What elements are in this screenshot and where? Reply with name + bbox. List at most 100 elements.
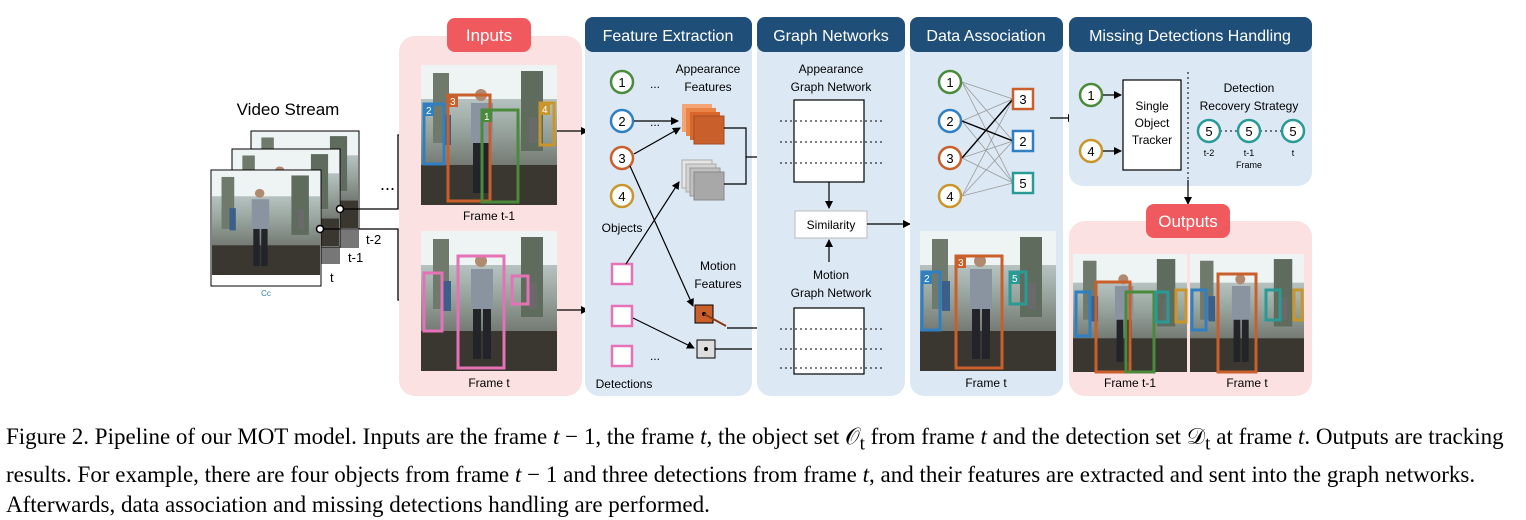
object-circle-1-label: 1 <box>618 75 625 90</box>
caption-text: Figure 2. Pipeline of our MOT model. Inp… <box>6 424 553 449</box>
graph-networks-header <box>757 17 905 52</box>
da-detection-box-3 <box>1011 87 1035 111</box>
missing-detections-header-label: Missing Detections Handling <box>1089 28 1291 45</box>
outputs-panel: Outputs Frame t-1 Frame t <box>1069 204 1312 396</box>
object-circle-2 <box>609 108 635 134</box>
da-object-circle-2 <box>937 108 963 134</box>
motion-graph-network <box>780 307 885 375</box>
mdh-object-circle-1 <box>1078 82 1104 108</box>
detection-box-2 <box>610 304 634 328</box>
da-detection-box-2 <box>1011 129 1035 153</box>
object-circle-4 <box>609 183 635 209</box>
da-object-circle-4 <box>937 183 963 209</box>
object-circle-2-label: 2 <box>618 114 625 129</box>
tracker-label-1: Single <box>1135 99 1169 113</box>
da-detection-box-5 <box>1011 171 1035 195</box>
caption-text: , the object set <box>706 424 846 449</box>
motion-network-label-1: Motion <box>813 268 849 282</box>
caption-text: − 1, the frame <box>559 424 701 449</box>
arrow-obj3-to-motion <box>629 165 694 307</box>
da-object-circle-1 <box>937 69 963 95</box>
appearance-network-label-1: Appearance <box>799 62 864 76</box>
graph-networks-header-label: Graph Networks <box>773 28 889 45</box>
strategy-label-2: Recovery Strategy <box>1200 99 1299 113</box>
input-frame-cur <box>421 231 557 371</box>
caption-math: 𝒪 <box>845 424 860 449</box>
track-circle-t-label: 5 <box>1289 124 1296 139</box>
stream-tap-cur <box>315 224 325 234</box>
appearance-network-label-2: Graph Network <box>791 80 873 94</box>
stream-frame-front <box>210 169 322 287</box>
object-circle-3-label: 3 <box>618 151 625 166</box>
caption-text: , and their features are extracted and s… <box>6 461 1476 517</box>
input-frame-prev: 2 3 1 4 <box>421 65 557 205</box>
time-label-t-1: t-1 <box>1244 148 1255 158</box>
data-association-header-label: Data Association <box>926 28 1045 45</box>
appearance-feature-stack <box>682 104 725 145</box>
caption-text: − 1 and three detections from frame <box>521 461 863 487</box>
frame-word-label: Frame <box>1236 160 1262 170</box>
stream-ellipsis: ... <box>380 174 395 194</box>
track-circle-t-1 <box>1236 118 1262 144</box>
inputs-header <box>447 18 531 52</box>
objects-label: Objects <box>602 221 643 235</box>
caption-text: from frame <box>864 424 981 449</box>
stream-watermark: Cc <box>261 289 271 298</box>
figure-caption: Figure 2. Pipeline of our MOT model. Inp… <box>6 422 1516 520</box>
track-circle-t-1-label: 5 <box>1245 124 1252 139</box>
mdh-object-circle-4 <box>1078 138 1104 164</box>
caption-text: . Outputs are tracking results. For exam… <box>6 424 1504 487</box>
single-object-tracker-box <box>1122 79 1182 171</box>
caption-math: 𝒟 <box>1186 424 1206 449</box>
da-detection-box-5-label: 5 <box>1019 176 1026 191</box>
missing-detections-panel: Missing Detections Handling 1 4 Single O… <box>1069 17 1312 205</box>
caption-math: t <box>552 424 560 449</box>
strategy-label-1: Detection <box>1224 81 1275 95</box>
caption-text: and the detection set <box>986 424 1187 449</box>
output-frame-prev <box>1073 254 1188 374</box>
motion-feature-detection <box>696 339 716 359</box>
motion-network-label-2: Graph Network <box>791 286 873 300</box>
svg-text:3: 3 <box>450 97 456 108</box>
caption-math-subscript: t <box>859 433 865 455</box>
da-object-circle-1-label: 1 <box>946 75 953 90</box>
arrow-det2-to-motion <box>632 317 695 349</box>
appearance-feature-stack-detections <box>681 159 725 201</box>
caption-math-subscript: t <box>1205 433 1211 455</box>
arrow-obj3-to-appearance <box>633 127 681 155</box>
graph-networks-panel: Graph Networks Appearance Graph Network … <box>757 17 911 396</box>
object-circle-1 <box>609 69 635 95</box>
stream-label-t-1: t-1 <box>348 250 363 265</box>
inputs-panel: Inputs 2 3 1 4 Frame t-1 Frame t <box>399 18 589 396</box>
fe-ellipsis-1: ... <box>650 77 660 91</box>
similarity-label: Similarity <box>807 218 856 232</box>
motion-features-label-2: Features <box>694 277 741 291</box>
svg-text:2: 2 <box>426 106 432 117</box>
appearance-features-label-2: Features <box>684 80 731 94</box>
da-detection-box-3-label: 3 <box>1019 92 1026 107</box>
outputs-header <box>1146 204 1230 238</box>
da-object-circle-2-label: 2 <box>946 114 953 129</box>
output-frame-cur <box>1190 254 1304 374</box>
feature-extraction-panel: Feature Extraction 1 2 3 4 ... ... Objec… <box>585 17 779 396</box>
appearance-features-label-1: Appearance <box>676 62 741 76</box>
similarity-box <box>794 210 868 239</box>
caption-text: at frame <box>1210 424 1298 449</box>
feature-extraction-header-label: Feature Extraction <box>603 28 734 45</box>
fe-ellipsis-3: ... <box>650 349 660 363</box>
caption-math: t <box>515 461 522 487</box>
da-detection-box-2-label: 2 <box>1019 134 1026 149</box>
stream-tap-prev <box>335 204 345 214</box>
svg-text:1: 1 <box>484 112 490 123</box>
time-label-t: t <box>1292 148 1295 158</box>
motion-features-label-1: Motion <box>700 259 736 273</box>
tracker-label-3: Tracker <box>1132 133 1172 147</box>
mdh-object-circle-1-label: 1 <box>1087 88 1094 103</box>
caption-math: t <box>1297 424 1305 449</box>
da-object-circle-3 <box>937 145 963 171</box>
video-stream-title: Video Stream <box>237 100 340 119</box>
inputs-header-label: Inputs <box>466 26 512 45</box>
track-circle-t-2-label: 5 <box>1205 124 1212 139</box>
bipartite-matches <box>961 98 1014 159</box>
input-frame-cur-label: Frame t <box>468 376 510 390</box>
